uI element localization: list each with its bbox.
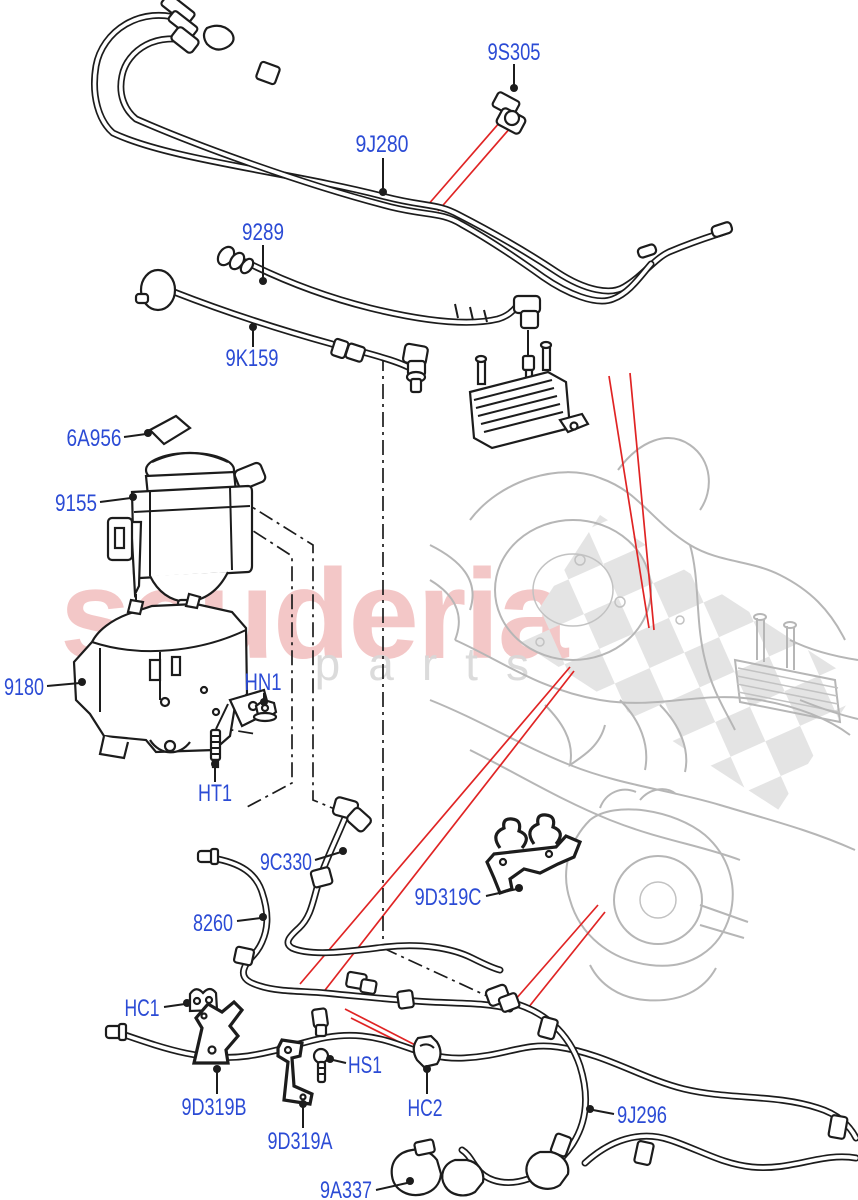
fuel-filter-9155	[106, 451, 267, 617]
part-label-6A956[interactable]: 6A956	[67, 425, 122, 452]
part-label-9S305[interactable]: 9S305	[488, 39, 541, 66]
hose-bundle-9J296	[104, 983, 856, 1197]
centerline	[235, 496, 343, 813]
bracket-9D319C	[485, 813, 583, 895]
diagram-line-art	[72, 0, 856, 1197]
part-label-9K159[interactable]: 9K159	[226, 345, 279, 372]
stud-HT1	[209, 728, 222, 769]
part-label-9J296[interactable]: 9J296	[617, 1102, 667, 1129]
leader-9D319B	[213, 1065, 221, 1094]
callout-line	[629, 372, 655, 631]
fuel-pipes-9J280	[95, 0, 734, 301]
leader-9180	[46, 678, 86, 687]
part-label-9A337[interactable]: 9A337	[320, 1177, 372, 1200]
part-label-HC2[interactable]: HC2	[408, 1095, 443, 1122]
callout-line	[344, 1008, 424, 1050]
callout-line	[426, 121, 501, 207]
callout-line	[299, 666, 571, 985]
part-label-HN1[interactable]: HN1	[245, 669, 282, 696]
callout-line	[608, 375, 650, 629]
callout-line	[514, 904, 599, 1001]
part-label-9180[interactable]: 9180	[4, 674, 44, 701]
leader-9289	[259, 245, 267, 285]
part-label-9155[interactable]: 9155	[55, 490, 97, 517]
leader-HC1	[163, 999, 191, 1008]
leader-9C330	[314, 847, 347, 861]
watermark-layer: scuderia car parts	[60, 515, 858, 810]
clip-HC2	[412, 1034, 442, 1069]
leader-8260	[236, 913, 267, 922]
leader-lines	[46, 64, 615, 1191]
checkered-flag-watermark	[518, 515, 858, 810]
part-label-8260[interactable]: 8260	[193, 910, 233, 937]
part-label-HS1[interactable]: HS1	[348, 1052, 382, 1079]
engine-context-illustration	[429, 437, 858, 1002]
leader-9J296	[586, 1105, 615, 1115]
centerline	[382, 947, 501, 1003]
leader-9J280	[379, 158, 387, 196]
hose-9C330	[288, 796, 500, 970]
leader-9D319C	[485, 884, 523, 897]
leader-9K159	[249, 323, 257, 347]
part-label-HC1[interactable]: HC1	[125, 995, 160, 1022]
leader-9A337	[375, 1177, 414, 1191]
callout-line	[321, 670, 575, 995]
leader-6A956	[123, 429, 152, 438]
callout-line	[527, 911, 606, 1009]
leader-HT1	[211, 760, 219, 782]
leader-HN1	[260, 693, 268, 706]
part-label-9D319C[interactable]: 9D319C	[415, 884, 482, 911]
part-label-HT1[interactable]: HT1	[198, 780, 232, 807]
part-label-9D319B[interactable]: 9D319B	[182, 1094, 247, 1121]
leader-HC2	[423, 1065, 431, 1094]
part-label-9289[interactable]: 9289	[242, 219, 284, 246]
cover-9180	[72, 592, 272, 760]
bracket-9D319A	[276, 1038, 314, 1106]
leader-9D319A	[299, 1100, 307, 1128]
centerline	[229, 515, 293, 808]
leader-9155	[99, 493, 137, 503]
hose-8260	[196, 847, 510, 1009]
elbow-9A337	[390, 1138, 443, 1197]
leader-HS1	[326, 1055, 347, 1064]
pad-6A956	[148, 414, 192, 446]
leader-9S305	[510, 64, 518, 92]
bracket-9D319B	[191, 999, 245, 1065]
screw-HS1	[312, 1047, 330, 1084]
callout-line	[437, 126, 512, 212]
part-label-9C330[interactable]: 9C330	[260, 849, 312, 876]
clip-9S305	[491, 91, 527, 135]
fuel-cooler	[468, 340, 590, 450]
part-label-9D319A[interactable]: 9D319A	[268, 1128, 333, 1155]
fuel-pipe-9289	[216, 245, 542, 380]
part-label-9J280[interactable]: 9J280	[356, 131, 409, 158]
fuel-pipe-9K159	[134, 268, 429, 394]
part-labels: 9S305 9J280 9289 9K159 6A956 9155 9180 H…	[4, 39, 667, 1200]
red-callout-lines	[299, 121, 655, 1057]
